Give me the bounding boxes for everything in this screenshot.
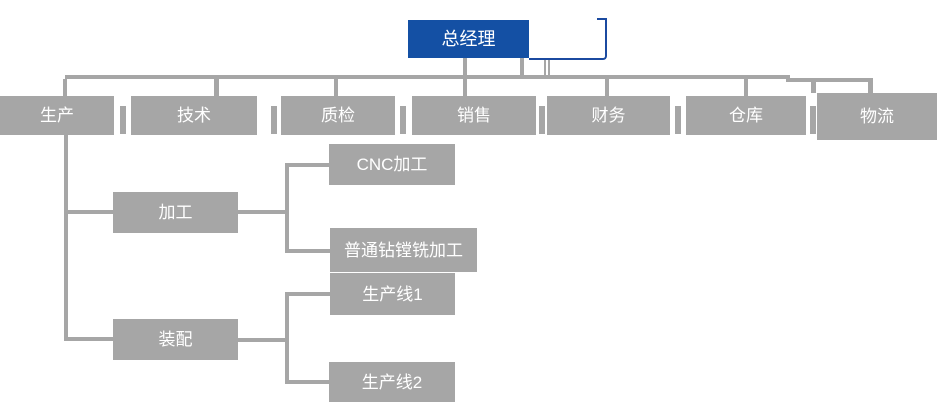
connector-tab	[539, 106, 545, 134]
node-production-line-2[interactable]: 生产线2	[329, 362, 455, 402]
connector-line	[64, 337, 113, 341]
connector-line	[238, 338, 289, 342]
connector-line	[64, 210, 113, 214]
node-sales[interactable]: 销售	[412, 96, 536, 135]
node-logistics[interactable]: 物流	[817, 93, 937, 140]
connector-line	[744, 79, 748, 97]
node-assembly[interactable]: 装配	[113, 319, 238, 360]
connector-line	[868, 82, 873, 93]
connector-line	[285, 163, 289, 253]
connector-line	[63, 79, 67, 97]
node-finance[interactable]: 财务	[547, 96, 670, 135]
node-production[interactable]: 生产	[0, 96, 114, 135]
node-quality-inspection[interactable]: 质检	[281, 96, 395, 135]
connector-line	[285, 292, 330, 296]
connector-line	[285, 249, 330, 253]
connector-line	[544, 59, 546, 79]
node-warehouse[interactable]: 仓库	[686, 96, 806, 135]
connector-line	[786, 78, 873, 82]
node-production-line-1[interactable]: 生产线1	[330, 273, 455, 315]
connector-line	[285, 292, 289, 382]
connector-tab	[120, 106, 126, 134]
selection-outline	[529, 18, 607, 60]
node-cnc-machining[interactable]: CNC加工	[329, 144, 455, 185]
connector-line	[65, 75, 790, 79]
connector-line	[64, 135, 68, 341]
connector-tab	[400, 106, 406, 134]
connector-line	[548, 59, 550, 79]
connector-tab	[810, 106, 816, 134]
connector-line	[214, 79, 219, 97]
connector-line	[285, 163, 329, 167]
connector-line	[285, 380, 329, 384]
connector-line	[605, 79, 609, 97]
node-technology[interactable]: 技术	[131, 96, 257, 135]
connector-line	[238, 210, 289, 214]
node-machining[interactable]: 加工	[113, 192, 238, 233]
connector-line	[334, 79, 338, 97]
connector-line	[811, 82, 816, 93]
connector-tab	[675, 106, 681, 134]
connector-line	[463, 58, 467, 96]
node-general-manager[interactable]: 总经理	[408, 20, 529, 58]
node-conventional-machining[interactable]: 普通钻镗铣加工	[330, 228, 477, 272]
connector-tab	[271, 106, 277, 134]
selection-outline-top-segment	[597, 18, 607, 20]
connector-line	[520, 58, 524, 79]
